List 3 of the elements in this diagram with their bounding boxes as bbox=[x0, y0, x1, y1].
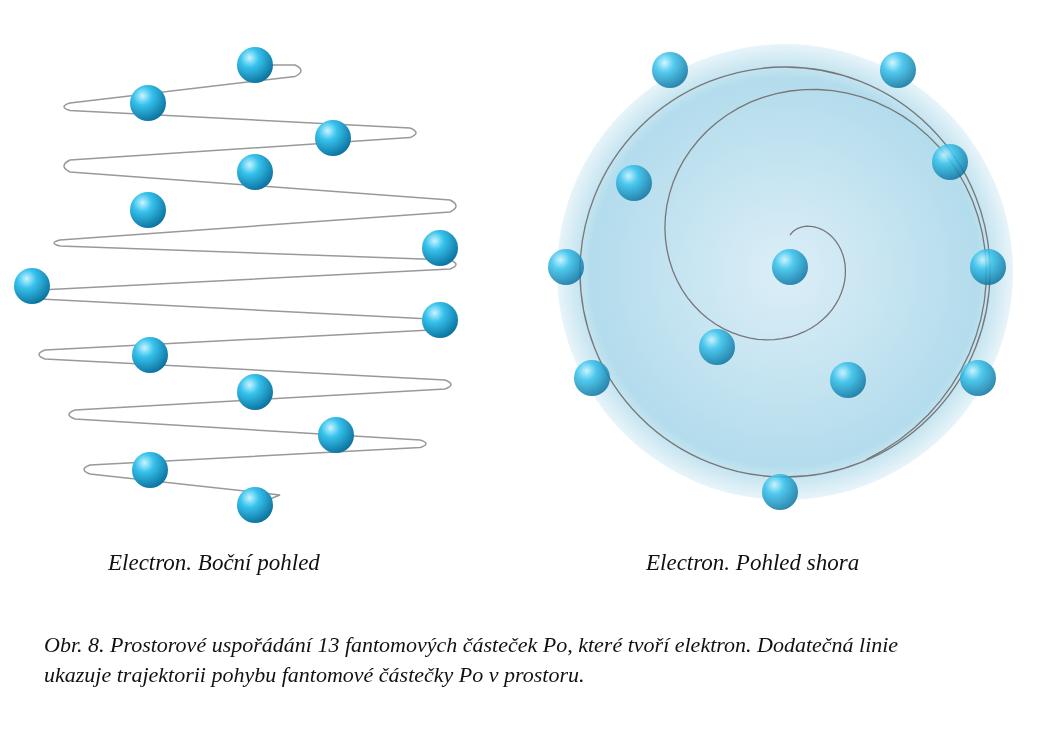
panel-caption: Electron. Boční pohled bbox=[108, 550, 320, 576]
figure-caption: Obr. 8. Prostorové uspořádání 13 fantomových částeček Po, které tvoří elektron. Dodatečná linie ukazuje trajektorii pohybu fantomové částečky Po v prostoru. bbox=[44, 631, 900, 689]
panel-caption: Electron. Pohled shora bbox=[646, 550, 860, 576]
